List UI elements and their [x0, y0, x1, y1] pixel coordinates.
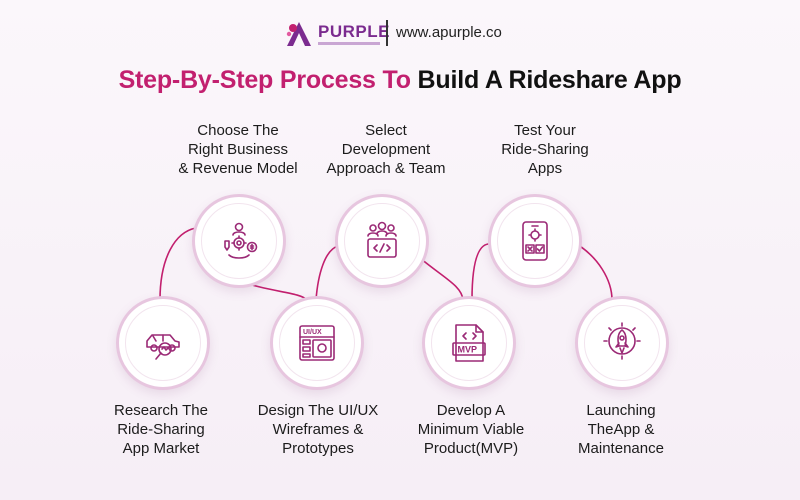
connector-4-5 — [419, 257, 464, 301]
rocket-launch-icon — [603, 322, 641, 360]
step-node-research — [116, 296, 210, 390]
step-node-testing — [488, 194, 582, 288]
step-label-business-model: Choose The Right Business & Revenue Mode… — [178, 122, 298, 177]
website-url[interactable]: www.apurple.co — [396, 24, 502, 41]
car-search-icon — [146, 334, 180, 360]
step-node-mvp: MVP — [422, 296, 516, 390]
apurple-logo-icon — [286, 22, 311, 46]
step-label-development-approach: Select Development Approach & Team — [326, 122, 446, 177]
connector-3-4 — [315, 245, 339, 301]
team-development-icon — [367, 221, 397, 258]
connector-1-2 — [159, 227, 197, 301]
step-node-development-approach — [335, 194, 429, 288]
step-node-launching — [575, 296, 669, 390]
step-label-testing: Test Your Ride-Sharing Apps — [501, 122, 589, 177]
step-label-launching: Launching TheApp & Maintenance — [578, 402, 664, 457]
mvp-file-icon: MVP — [452, 324, 486, 362]
business-model-icon — [224, 222, 258, 259]
mobile-testing-icon — [522, 221, 548, 261]
title-accent: Step-By-Step Process To — [118, 66, 411, 94]
svg-text:MVP: MVP — [458, 345, 478, 355]
step-label-mvp: Develop A Minimum Viable Product(MVP) — [417, 402, 525, 457]
step-node-business-model — [192, 194, 286, 288]
connector-5-6 — [471, 243, 489, 301]
svg-text:UI/UX: UI/UX — [303, 329, 322, 336]
title-rest: Build A Rideshare App — [417, 66, 682, 94]
step-node-ui-ux: UI/UX — [270, 296, 364, 390]
step-label-ui-ux: Design The UI/UX Wireframes & Prototypes — [257, 402, 379, 457]
page-title: Step-By-Step Process To Build A Rideshar… — [0, 66, 800, 95]
logo-text: PURPLE — [318, 22, 390, 41]
logo-tagline-bar — [318, 42, 380, 45]
step-label-research: Research The Ride-Sharing App Market — [114, 402, 208, 457]
brand-divider — [386, 20, 388, 46]
ui-ux-wireframe-icon: UI/UX — [299, 325, 335, 361]
brand-header: PURPLE www.apurple.co — [0, 18, 800, 50]
